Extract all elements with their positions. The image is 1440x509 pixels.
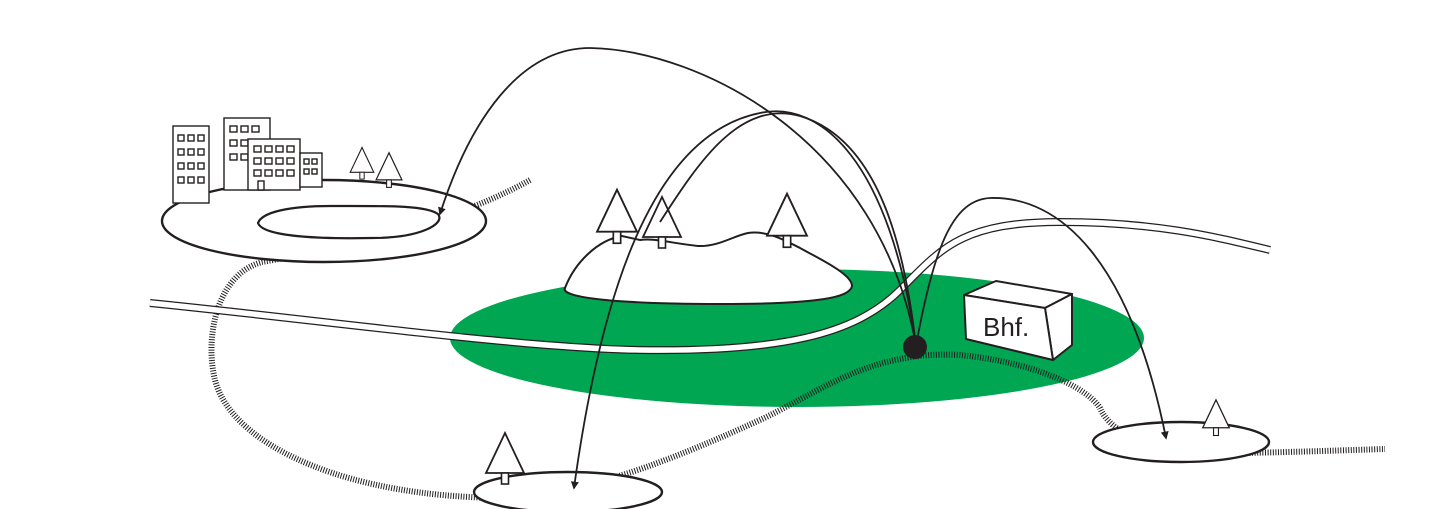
hub-point [903, 335, 927, 359]
building-icon [248, 139, 300, 190]
building-icon [300, 153, 322, 187]
tree-icon [597, 190, 637, 244]
destination-area-east [1093, 400, 1269, 462]
building-icon [173, 126, 209, 203]
hill [565, 233, 852, 304]
station-label: Bhf. [983, 312, 1029, 342]
tree-icon [350, 147, 374, 179]
destination-area-south [474, 433, 662, 509]
town-area [162, 118, 486, 262]
